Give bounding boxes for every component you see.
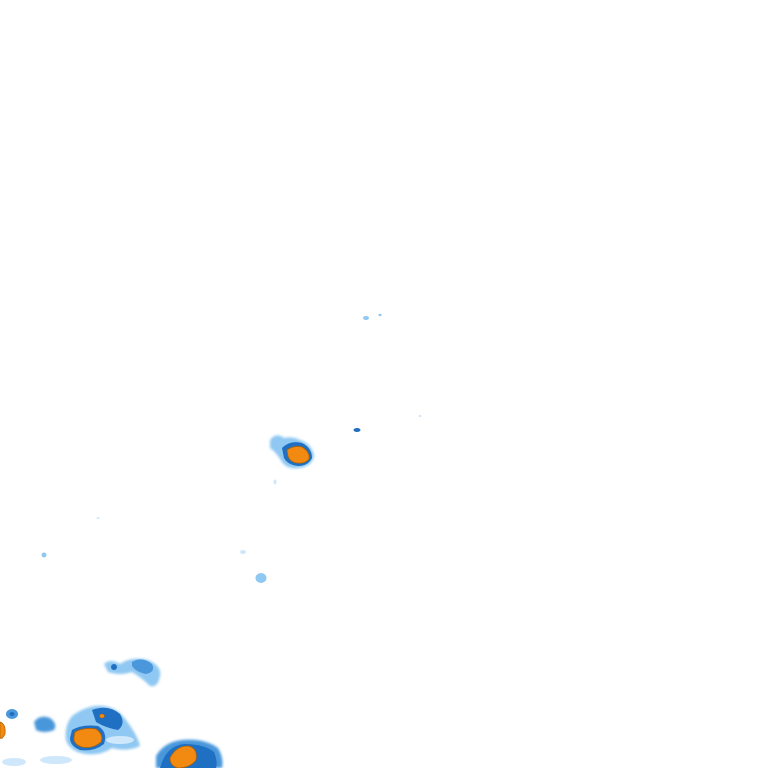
- storm-cluster-southwest[interactable]: [0, 658, 223, 768]
- moderate-rain-area: [132, 659, 154, 674]
- heavy-rain-area: [9, 712, 15, 716]
- echo-speck: [240, 550, 246, 554]
- echo-speck: [353, 428, 361, 432]
- very-light-rain-area: [40, 756, 72, 764]
- heavy-rain-area: [111, 664, 117, 670]
- intense-rain-core: [0, 721, 6, 739]
- echo-speck: [363, 316, 369, 320]
- echo-speck: [41, 552, 47, 558]
- moderate-rain-area: [34, 716, 56, 732]
- intense-rain-core: [99, 713, 105, 719]
- heavy-rain-area: [92, 707, 123, 730]
- storm-cell-central[interactable]: [270, 435, 314, 469]
- echo-speck: [273, 479, 277, 485]
- echo-speck: [96, 517, 100, 519]
- very-light-rain-area: [2, 758, 26, 766]
- echo-speck: [255, 573, 267, 583]
- scattered-echoes: [41, 313, 422, 583]
- intense-rain-core: [286, 446, 310, 464]
- intense-rain-core: [73, 728, 103, 748]
- intense-rain-core: [169, 745, 197, 768]
- very-light-rain-area: [106, 736, 134, 744]
- echo-speck: [378, 313, 382, 317]
- echo-speck: [418, 415, 422, 417]
